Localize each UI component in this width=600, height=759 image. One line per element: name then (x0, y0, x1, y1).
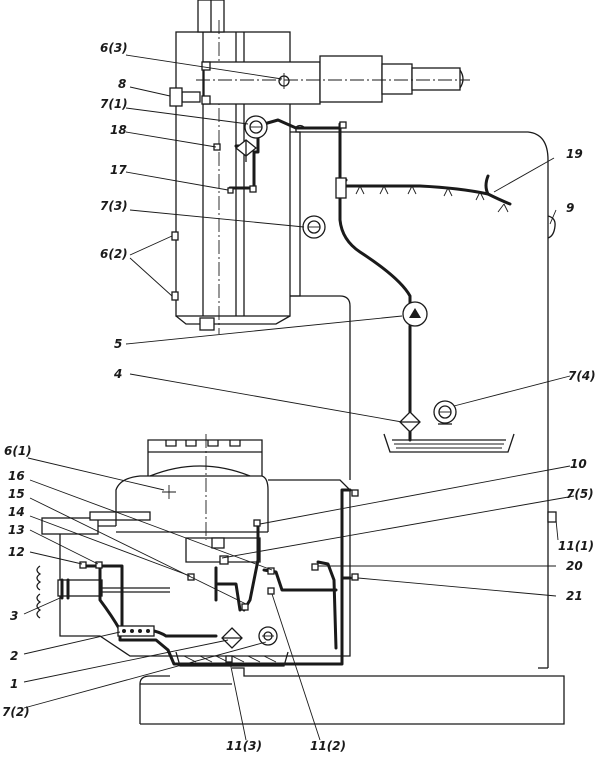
label-5: 5 (114, 337, 122, 351)
label-7-1: 7(1) (100, 97, 128, 111)
label-16: 16 (8, 469, 25, 483)
label-14: 14 (8, 505, 25, 519)
label-7-2: 7(2) (2, 705, 30, 719)
distributor-valve (234, 139, 258, 162)
label-8: 8 (118, 77, 126, 91)
callout-labels: 6(3) 8 7(1) 18 17 7(3) 6(2) 5 4 7(4) 19 … (2, 41, 596, 753)
label-17: 17 (110, 163, 127, 177)
label-21: 21 (566, 589, 583, 603)
oil-manifold-2 (117, 625, 155, 637)
sight-gauge-7-4 (433, 400, 457, 425)
label-11-2: 11(2) (310, 739, 346, 753)
oil-reservoir (383, 433, 515, 453)
machine-base (139, 667, 565, 725)
lower-filter (221, 627, 243, 649)
label-4: 4 (113, 367, 122, 381)
label-18: 18 (110, 123, 127, 137)
label-6-2: 6(2) (100, 247, 128, 261)
label-7-3: 7(3) (100, 199, 128, 213)
label-15: 15 (8, 487, 25, 501)
label-1: 1 (10, 677, 18, 691)
label-12: 12 (8, 545, 25, 559)
label-7-4: 7(4) (568, 369, 596, 383)
sight-gauge-7-3 (302, 215, 326, 239)
feed-gearbox (185, 537, 261, 565)
work-table (147, 434, 263, 540)
lower-reservoir (175, 651, 289, 667)
sight-gauge-7-1 (244, 115, 268, 139)
label-3: 3 (10, 609, 18, 623)
label-9: 9 (566, 201, 574, 215)
oil-pipelines (82, 118, 512, 666)
leader-lines (23, 54, 575, 741)
label-6-3: 6(3) (100, 41, 128, 55)
label-2: 2 (10, 649, 18, 663)
label-13: 13 (8, 523, 25, 537)
label-11-3: 11(3) (226, 739, 262, 753)
lubrication-points (79, 61, 557, 663)
handwheel-assembly (36, 565, 170, 619)
sight-gauge-7-2 (258, 626, 278, 646)
spray-tube-19 (335, 177, 509, 213)
label-10: 10 (570, 457, 587, 471)
oil-filter-4 (399, 411, 421, 442)
label-6-1: 6(1) (4, 444, 32, 458)
label-19: 19 (566, 147, 583, 161)
label-7-5: 7(5) (566, 487, 594, 501)
oil-pump-5 (402, 301, 428, 327)
label-11-1: 11(1) (558, 539, 594, 553)
label-20: 20 (566, 559, 583, 573)
horizontal-spindle (196, 55, 470, 105)
